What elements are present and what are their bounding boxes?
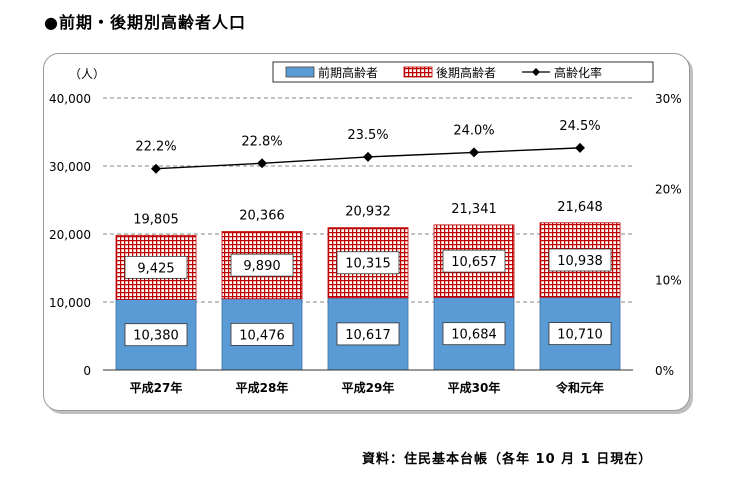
x-tick-label: 平成27年	[130, 380, 183, 395]
data-label-box	[124, 255, 188, 279]
ratio-marker	[151, 163, 161, 174]
data-label-koki: 9,425	[137, 261, 174, 276]
ratio-label: 24.5%	[559, 119, 600, 134]
data-label-koki: 10,657	[451, 255, 497, 270]
data-label-box	[124, 323, 188, 347]
data-label-box	[230, 253, 294, 277]
ratio-marker	[363, 151, 373, 162]
data-label-zenki: 10,380	[133, 329, 179, 344]
bars	[115, 222, 621, 371]
x-tick-label: 令和元年	[555, 380, 604, 395]
data-label-zenki: 10,476	[239, 328, 285, 343]
data-label-zenki: 10,710	[557, 328, 603, 343]
y-tick-label: 10,000	[49, 296, 91, 310]
y-tick-label: 40,000	[49, 92, 91, 106]
stacked-bar-line-chart: 0 10,000 20,000 30,000 40,000 0% 10% 20% 30% 平成27…	[49, 61, 682, 395]
y-tick-label: 0	[83, 364, 91, 378]
total-label: 20,366	[239, 209, 285, 224]
data-label-zenki: 10,684	[451, 328, 497, 343]
y2-tick-label: 0%	[655, 364, 674, 378]
legend-marker-sample	[532, 68, 540, 76]
ratio-label: 22.8%	[241, 134, 282, 149]
total-label: 21,648	[557, 200, 603, 215]
data-label-box	[548, 248, 612, 272]
ratio-marker	[575, 142, 585, 153]
y-axis-unit-label: （人）	[69, 67, 105, 81]
data-label-koki: 9,890	[243, 259, 280, 274]
source-note: 資料：住民基本台帳（各年 10 月 1 日現在）	[362, 452, 653, 467]
legend-label-koki: 後期高齢者	[436, 65, 496, 80]
data-label-koki: 10,938	[557, 254, 603, 269]
data-label-zenki: 10,617	[345, 328, 391, 343]
x-tick-label: 平成29年	[342, 380, 395, 395]
y-tick-label: 20,000	[49, 228, 91, 242]
y2-tick-label: 30%	[655, 92, 682, 106]
data-label-box	[336, 251, 400, 275]
ratio-marker	[469, 147, 479, 158]
x-tick-label: 平成28年	[236, 380, 289, 395]
legend-swatch-koki	[403, 66, 433, 78]
total-label: 20,932	[345, 205, 391, 220]
data-labels: 10,380 9,425 19,805 22.2% 10,476 9,890 20,366 2…	[124, 119, 612, 347]
data-label-koki: 10,315	[345, 257, 391, 272]
ratio-label: 22.2%	[135, 140, 176, 155]
legend-label-ratio: 高齢化率	[554, 65, 602, 80]
legend: 前期高齢者 後期高齢者 高齢化率	[272, 61, 654, 83]
x-tick-label: 平成30年	[448, 380, 501, 395]
y2-tick-label: 20%	[655, 183, 682, 197]
data-label-box	[442, 322, 506, 346]
total-label: 21,341	[451, 202, 497, 217]
ratio-label: 24.0%	[453, 123, 494, 138]
data-label-box	[230, 322, 294, 346]
y-tick-label: 30,000	[49, 160, 91, 174]
ratio-label: 23.5%	[347, 128, 388, 143]
ratio-marker	[257, 158, 267, 169]
y2-tick-label: 10%	[655, 273, 682, 287]
legend-label-zenki: 前期高齢者	[318, 65, 378, 80]
total-label: 19,805	[133, 212, 179, 227]
axes: 0 10,000 20,000 30,000 40,000 0% 10% 20% 30% 平成27…	[49, 92, 682, 395]
page-title: ●前期・後期別高齢者人口	[44, 13, 246, 32]
ratio-line	[151, 142, 585, 174]
legend-swatch-zenki	[285, 66, 315, 78]
data-label-box	[442, 249, 506, 273]
data-label-box	[548, 322, 612, 345]
data-label-box	[336, 322, 400, 346]
